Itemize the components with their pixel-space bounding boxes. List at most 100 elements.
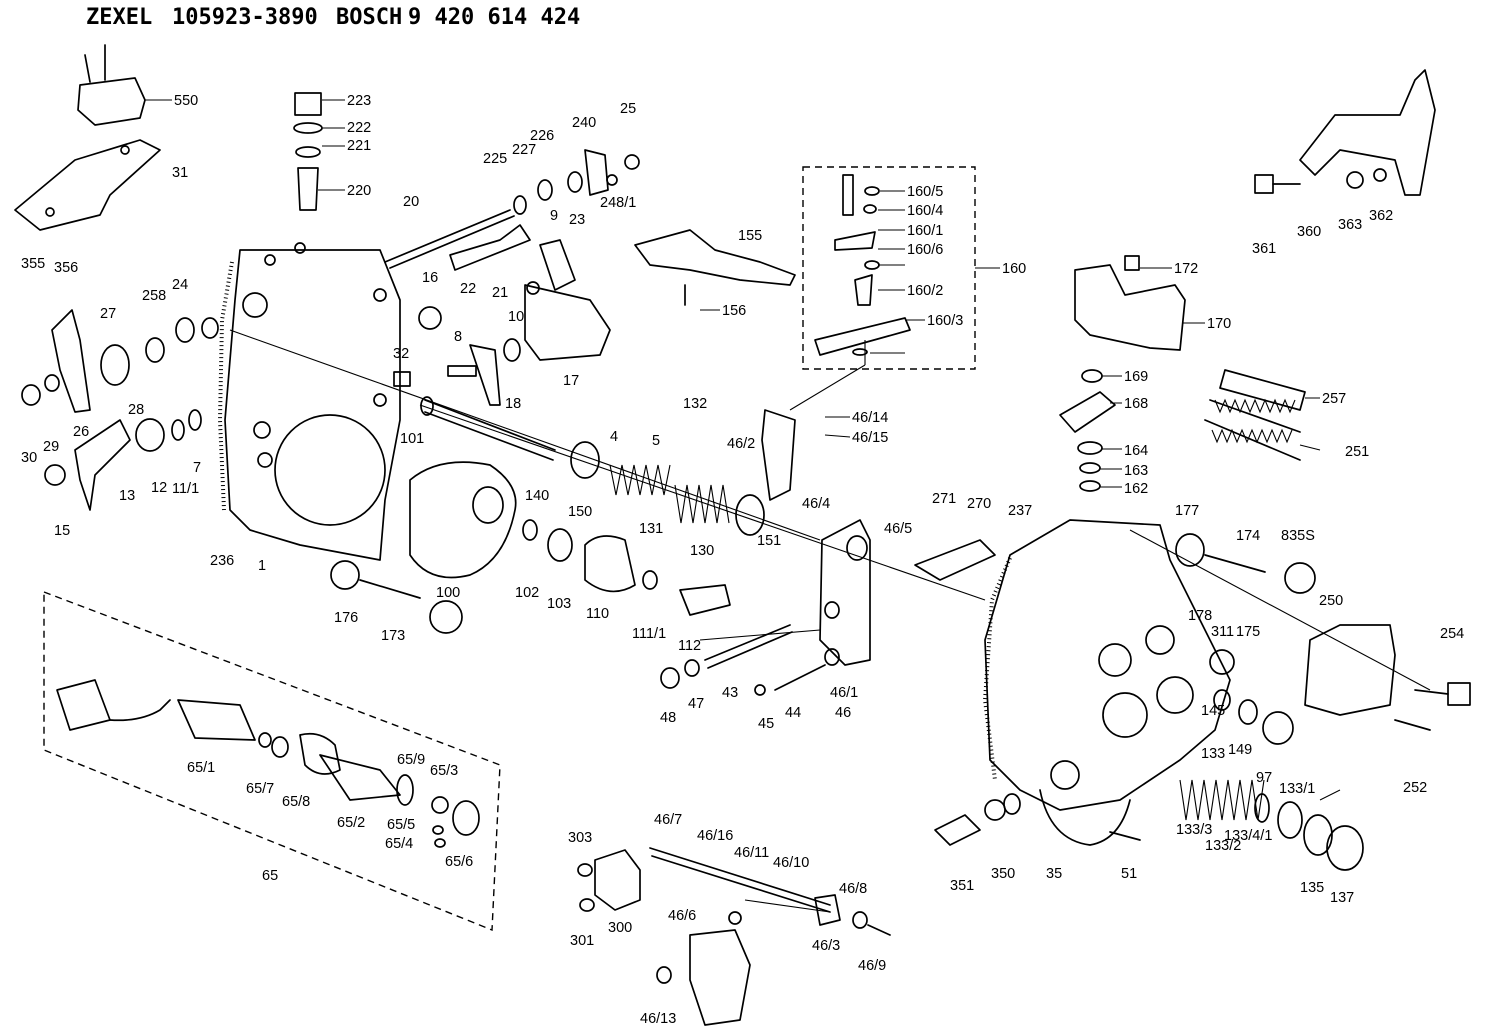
callout-label: 10 xyxy=(508,309,524,325)
callout-label: 361 xyxy=(1252,241,1276,257)
group-box-160 xyxy=(802,166,976,370)
callout-label: 303 xyxy=(568,830,592,846)
callout-label: 46/2 xyxy=(727,436,755,452)
callout-label: 130 xyxy=(690,543,714,559)
group-box-65 xyxy=(43,590,501,932)
callout-label: 160/6 xyxy=(907,242,943,258)
callout-label: 360 xyxy=(1297,224,1321,240)
callout-label: 226 xyxy=(530,128,554,144)
callout-label: 47 xyxy=(688,696,704,712)
callout-label: 155 xyxy=(738,228,762,244)
callout-label: 103 xyxy=(547,596,571,612)
callout-label: 16 xyxy=(422,270,438,286)
callout-label: 7 xyxy=(193,460,201,476)
callout-label: 133 xyxy=(1201,746,1225,762)
callout-label: 251 xyxy=(1345,444,1369,460)
control-shaft-20 xyxy=(384,149,640,269)
springs-251-257 xyxy=(1204,369,1306,461)
callout-label: 174 xyxy=(1236,528,1260,544)
leader-lines xyxy=(145,99,1341,801)
callout-label: 363 xyxy=(1338,217,1362,233)
callout-label: 29 xyxy=(43,439,59,455)
callout-label: 46/13 xyxy=(640,1011,676,1027)
callout-label: 12 xyxy=(151,480,167,496)
callout-label: 45 xyxy=(758,716,774,732)
left-lever-assembly xyxy=(21,309,219,511)
callout-label: 160/2 xyxy=(907,283,943,299)
callout-label: 102 xyxy=(515,585,539,601)
callout-label: 164 xyxy=(1124,443,1148,459)
callout-label: 48 xyxy=(660,710,676,726)
lever-155 xyxy=(634,229,796,306)
callout-label: 156 xyxy=(722,303,746,319)
callout-label: 46/14 xyxy=(852,410,888,426)
callout-label: 26 xyxy=(73,424,89,440)
callout-label: 271 xyxy=(932,491,956,507)
callout-label: 13 xyxy=(119,488,135,504)
callout-label: 9 xyxy=(550,208,558,224)
callout-label: 43 xyxy=(722,685,738,701)
callout-label: 65/7 xyxy=(246,781,274,797)
callout-label: 176 xyxy=(334,610,358,626)
pump-housing-right xyxy=(982,519,1231,846)
callout-label: 46/9 xyxy=(858,958,886,974)
callout-label: 111/1 xyxy=(632,626,666,642)
callout-label: 11/1 xyxy=(172,481,199,497)
callout-label: 257 xyxy=(1322,391,1346,407)
bottom-center-parts xyxy=(577,847,891,1026)
callout-label: 46 xyxy=(835,705,851,721)
callout-label: 162 xyxy=(1124,481,1148,497)
callout-label: 46/5 xyxy=(884,521,912,537)
callout-label: 355 xyxy=(21,256,45,272)
callout-label: 835S xyxy=(1281,528,1315,544)
header-zexel-part-number: 105923-3890 xyxy=(172,5,318,30)
callout-label: 65/8 xyxy=(282,794,310,810)
callout-label: 23 xyxy=(569,212,585,228)
callout-label: 175 xyxy=(1236,624,1260,640)
callout-label: 351 xyxy=(950,878,974,894)
callout-label: 300 xyxy=(608,920,632,936)
callout-label: 112 xyxy=(678,638,701,654)
header-bosch-part-number: 9 420 614 424 xyxy=(408,5,580,30)
callout-label: 46/7 xyxy=(654,812,682,828)
assembly-axis-lines xyxy=(229,329,1431,913)
callout-label: 110 xyxy=(586,606,609,622)
solenoid-550 xyxy=(77,44,146,126)
callout-label: 65/3 xyxy=(430,763,458,779)
callout-label: 252 xyxy=(1403,780,1427,796)
callout-label: 21 xyxy=(492,285,508,301)
callout-label: 237 xyxy=(1008,503,1032,519)
callout-label: 131 xyxy=(639,521,663,537)
callout-label: 220 xyxy=(347,183,371,199)
callout-label: 178 xyxy=(1188,608,1212,624)
callout-label: 65/5 xyxy=(387,817,415,833)
callout-label: 133/4/1 xyxy=(1224,828,1272,844)
callout-label: 65/1 xyxy=(187,760,215,776)
callout-label: 172 xyxy=(1174,261,1198,277)
pump-housing-left xyxy=(217,242,401,561)
callout-label: 270 xyxy=(967,496,991,512)
callout-label: 46/4 xyxy=(802,496,830,512)
callout-label: 151 xyxy=(757,533,781,549)
callout-label: 46/8 xyxy=(839,881,867,897)
flyweight-holder xyxy=(330,461,731,634)
callout-label: 8 xyxy=(454,329,462,345)
callout-label: 65/6 xyxy=(445,854,473,870)
group-65-parts xyxy=(56,679,480,848)
callout-label: 550 xyxy=(174,93,198,109)
callout-label: 20 xyxy=(403,194,419,210)
delivery-valve-stack xyxy=(293,92,323,211)
callout-label: 101 xyxy=(400,431,424,447)
callout-label: 137 xyxy=(1330,890,1354,906)
callout-label: 170 xyxy=(1207,316,1231,332)
callout-label: 135 xyxy=(1300,880,1324,896)
header-maker-bosch: BOSCH xyxy=(336,5,402,30)
callout-label: 160/5 xyxy=(907,184,943,200)
callout-label: 65/2 xyxy=(337,815,365,831)
callout-label: 5 xyxy=(652,433,660,449)
right-side-parts xyxy=(1175,533,1471,745)
callout-label: 46/10 xyxy=(773,855,809,871)
callout-label: 160/4 xyxy=(907,203,943,219)
callout-label: 160/1 xyxy=(907,223,943,239)
callout-label: 250 xyxy=(1319,593,1343,609)
